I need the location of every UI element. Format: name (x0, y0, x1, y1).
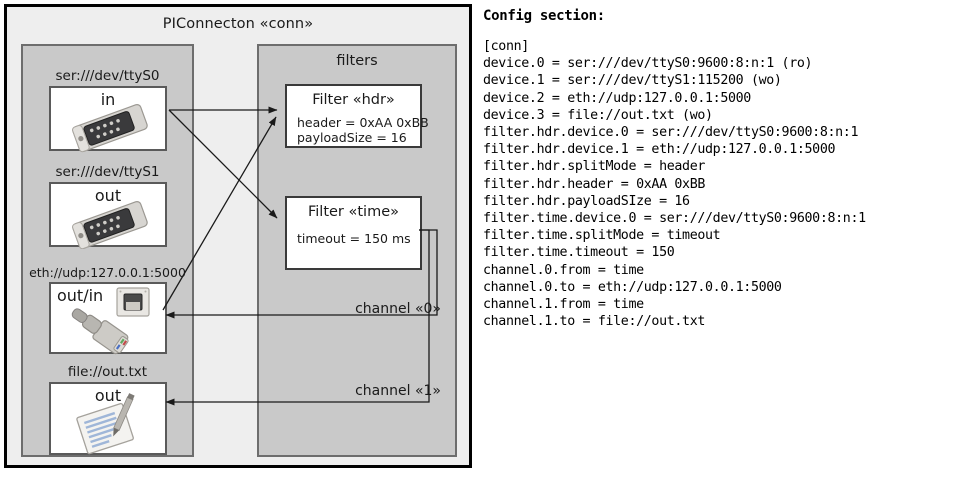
device-kind-ttys1: out (94, 186, 122, 205)
device-label-file-out: file://out.txt (67, 364, 148, 380)
config-line: filter.hdr.device.0 = ser:///dev/ttyS0:9… (483, 125, 859, 141)
device-box-file-out[interactable]: out (49, 382, 167, 455)
config-line: filter.time.device.0 = ser:///dev/ttyS0:… (483, 211, 866, 227)
config-line: filter.hdr.splitMode = header (483, 159, 706, 175)
device-kind-file-out: out (94, 386, 122, 405)
serial-port-icon (72, 200, 148, 249)
device-label-eth-udp: eth://udp:127.0.0.1:5000 (29, 265, 186, 280)
config-line: filter.time.splitMode = timeout (483, 228, 721, 244)
channel-label-1: channel «1» (355, 383, 441, 399)
config-heading: Config section: (483, 8, 605, 24)
config-line: channel.0.from = time (483, 262, 644, 278)
filter-prop-time-timeout: timeout = 150 ms (297, 231, 411, 246)
filters-panel: filters Filter «hdr» header = 0xAA 0xBB … (257, 44, 457, 457)
devices-panel: ser:///dev/ttyS0 in (21, 44, 194, 457)
channel-label-0: channel «0» (355, 301, 441, 317)
config-line: channel.1.to = file://out.txt (483, 314, 706, 330)
filter-prop-hdr-header: header = 0xAA 0xBB (297, 115, 429, 130)
page-title: PIConnecton «conn» (162, 16, 314, 32)
serial-port-icon (72, 103, 148, 153)
config-line: [conn] (483, 39, 529, 54)
filter-prop-hdr-payloadsize: payloadSize = 16 (297, 130, 407, 145)
filter-title-hdr: Filter «hdr» (312, 92, 395, 108)
device-label-ttys1: ser:///dev/ttyS1 (55, 164, 160, 180)
text-document-icon (76, 393, 135, 455)
ethernet-jack-icon (71, 287, 150, 355)
config-line: device.1 = ser:///dev/ttyS1:115200 (wo) (483, 73, 782, 89)
device-box-ttys0[interactable]: in (49, 86, 167, 153)
config-line: channel.0.to = eth://udp:127.0.0.1:5000 (483, 279, 782, 295)
filter-box-hdr[interactable]: Filter «hdr» header = 0xAA 0xBB payloadS… (285, 84, 429, 148)
connector-diagram-frame: PIConnecton «conn» ser:///dev/ttyS0 in (4, 4, 472, 468)
config-line: filter.time.timeout = 150 (483, 245, 675, 261)
filters-panel-title: filters (336, 53, 378, 69)
device-box-ttys1[interactable]: out (49, 182, 167, 249)
device-kind-eth-udp: out/in (57, 286, 104, 305)
config-lines: [conn] device.0 = ser:///dev/ttyS0:9600:8… (483, 38, 959, 330)
device-label-ttys0: ser:///dev/ttyS0 (55, 68, 160, 84)
device-box-eth-udp[interactable]: out/in (49, 282, 167, 355)
config-line: channel.1.from = time (483, 297, 644, 313)
device-kind-ttys0: in (100, 90, 116, 109)
filter-box-time[interactable]: Filter «time» timeout = 150 ms (285, 196, 422, 270)
config-line: filter.hdr.header = 0xAA 0xBB (483, 176, 706, 192)
config-line: filter.hdr.payloadSIze = 16 (483, 193, 690, 209)
config-line: device.2 = eth://udp:127.0.0.1:5000 (483, 90, 751, 106)
filter-title-time: Filter «time» (307, 204, 400, 220)
config-line: filter.hdr.device.1 = eth://udp:127.0.0.… (483, 142, 836, 158)
config-line: device.3 = file://out.txt (wo) (483, 107, 713, 123)
config-line: device.0 = ser:///dev/ttyS0:9600:8:n:1 (… (483, 56, 813, 72)
config-section: Config section: [conn] device.0 = ser:///… (483, 8, 959, 330)
